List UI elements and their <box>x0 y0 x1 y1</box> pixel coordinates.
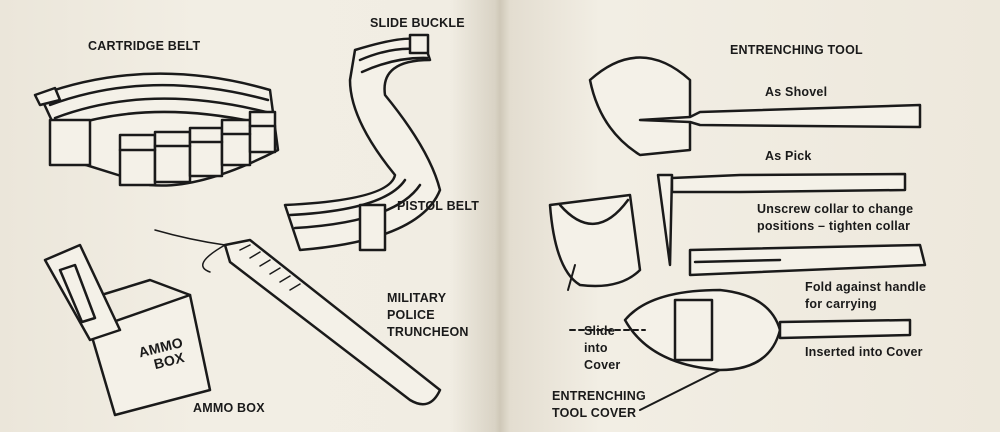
slide-line-2: into <box>584 341 608 355</box>
slide-line-3: Cover <box>584 358 621 372</box>
truncheon-line-1: MILITARY <box>387 291 447 305</box>
unscrew-line-2: positions – tighten collar <box>757 219 911 233</box>
unscrew-collar-label: Unscrew collar to change positions – tig… <box>757 201 913 235</box>
slide-line-1: Slide <box>584 324 615 338</box>
pick-illustration <box>656 172 907 267</box>
ammo-box-label: AMMO BOX <box>193 401 265 415</box>
as-shovel-label: As Shovel <box>765 85 828 99</box>
slide-into-cover-label: Slide into Cover <box>584 323 620 374</box>
unscrew-line-1: Unscrew collar to change <box>757 202 914 216</box>
cartridge-belt-illustration <box>33 72 280 187</box>
as-pick-label: As Pick <box>765 149 812 163</box>
fold-line-1: Fold against handle <box>805 280 927 294</box>
truncheon-illustration <box>154 229 442 406</box>
fold-line-2: for carrying <box>805 297 877 311</box>
truncheon-line-2: POLICE <box>387 308 435 322</box>
tool-cover-illustration <box>548 193 912 411</box>
truncheon-line-3: TRUNCHEON <box>387 325 469 339</box>
shovel-illustration <box>588 56 922 157</box>
cartridge-belt-label: CARTRIDGE BELT <box>88 39 201 53</box>
cover-line-2: TOOL COVER <box>552 406 637 420</box>
inserted-label: Inserted into Cover <box>805 345 923 359</box>
slide-buckle-label: SLIDE BUCKLE <box>370 16 465 30</box>
entrenching-tool-title: ENTRENCHING TOOL <box>730 43 863 57</box>
folded-tool-illustration <box>688 243 927 277</box>
pistol-belt-label: PISTOL BELT <box>397 199 480 213</box>
ammo-box-illustration <box>43 243 212 417</box>
tool-cover-label: ENTRENCHING TOOL COVER <box>552 388 646 422</box>
cover-line-1: ENTRENCHING <box>552 389 646 403</box>
fold-label: Fold against handle for carrying <box>805 279 926 313</box>
truncheon-label: MILITARY POLICE TRUNCHEON <box>387 290 469 341</box>
pistol-belt-illustration <box>283 33 442 252</box>
